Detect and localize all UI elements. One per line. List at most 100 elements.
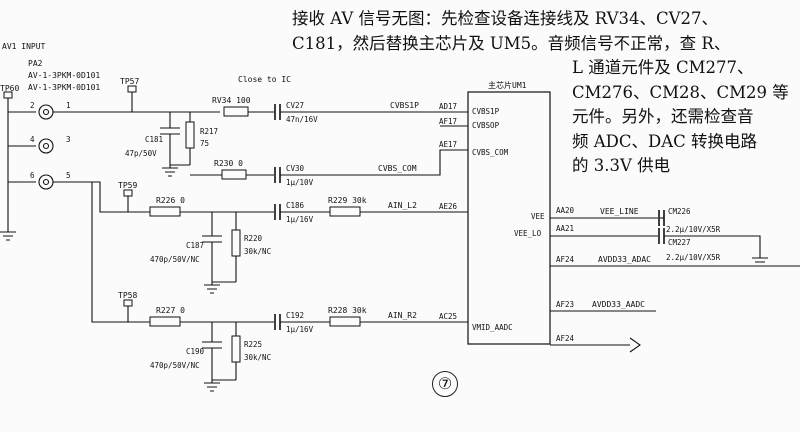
note-line: L 通道元件及 CM277、: [572, 58, 754, 77]
svg-text:AVDD33_ADAC: AVDD33_ADAC: [598, 255, 651, 264]
svg-text:2: 2: [30, 101, 35, 110]
resistor-r225: [231, 335, 241, 363]
svg-text:R226 0: R226 0: [156, 196, 185, 205]
ground-symbol: [204, 284, 220, 294]
svg-text:TP57: TP57: [120, 77, 139, 86]
svg-text:AF24: AF24: [556, 334, 575, 343]
svg-text:1: 1: [66, 101, 71, 110]
svg-text:1μ/16V: 1μ/16V: [286, 215, 314, 224]
svg-text:CV30: CV30: [286, 164, 305, 173]
svg-text:R225: R225: [244, 340, 262, 349]
note-line: CM276、CM28、CM29 等: [572, 82, 789, 102]
svg-text:CV27: CV27: [286, 101, 304, 110]
svg-text:CM227: CM227: [668, 238, 691, 247]
svg-text:47p/50V: 47p/50V: [125, 149, 157, 158]
svg-text:C190: C190: [186, 347, 205, 356]
capacitor-c192: [274, 314, 281, 330]
ground-symbol: [752, 257, 768, 267]
svg-text:47n/16V: 47n/16V: [286, 115, 318, 124]
test-point-label: TP60: [0, 84, 19, 93]
svg-text:3: 3: [66, 135, 71, 144]
svg-text:RV34 100: RV34 100: [212, 96, 251, 105]
svg-text:AIN_L2: AIN_L2: [388, 201, 417, 210]
svg-text:CVBS_COM: CVBS_COM: [378, 164, 417, 173]
resistor-r227: [149, 316, 181, 327]
svg-text:R228 30k: R228 30k: [328, 306, 367, 315]
svg-text:AF23: AF23: [556, 300, 574, 309]
svg-text:AA20: AA20: [556, 206, 575, 215]
svg-text:C192: C192: [286, 311, 304, 320]
ain-r2-wire: [91, 182, 150, 323]
note-line: C181，然后替换主芯片及 UM5。音频信号不正常，查 R、: [292, 33, 731, 53]
close-to-ic-label: Close to IC: [238, 75, 291, 84]
jack-ground-wires: [8, 111, 36, 183]
test-point-tp59: [123, 189, 133, 197]
note-line: 元件。另外，还需检查音: [572, 107, 754, 126]
capacitor-c186: [274, 204, 281, 220]
capacitor-c187: [202, 212, 222, 282]
svg-text:5: 5: [66, 171, 71, 180]
svg-text:4: 4: [30, 135, 35, 144]
svg-text:30k/NC: 30k/NC: [244, 353, 271, 362]
svg-text:R230 0: R230 0: [214, 159, 243, 168]
resistor-r217: [185, 121, 195, 149]
svg-text:75: 75: [200, 139, 209, 148]
pa2-label: PA2: [28, 59, 43, 68]
svg-text:CVBS1P: CVBS1P: [472, 107, 500, 116]
test-point-tp60: [3, 91, 13, 99]
av-input-label: AV1 INPUT: [2, 42, 46, 51]
test-point-tp58: [123, 299, 133, 307]
svg-text:CVBS_COM: CVBS_COM: [472, 148, 509, 157]
svg-text:30k/NC: 30k/NC: [244, 247, 271, 256]
svg-text:2.2μ/10V/X5R: 2.2μ/10V/X5R: [666, 253, 721, 262]
svg-text:CVBSOP: CVBSOP: [472, 121, 500, 130]
capacitor-cv30: [274, 167, 281, 183]
svg-text:R227 0: R227 0: [156, 306, 185, 315]
svg-text:1μ/10V: 1μ/10V: [286, 178, 314, 187]
note-line: 频 ADC、DAC 转换电路: [572, 131, 758, 151]
chip-title: 主芯片UM1: [488, 80, 527, 90]
svg-text:R217: R217: [200, 127, 218, 136]
svg-text:6: 6: [30, 171, 35, 180]
svg-text:VEE: VEE: [531, 212, 545, 221]
svg-text:AC25: AC25: [439, 312, 457, 321]
svg-text:CVBS1P: CVBS1P: [390, 101, 419, 110]
resistor-r230: [221, 169, 247, 180]
resistor-r226: [149, 206, 181, 217]
svg-text:AA21: AA21: [556, 224, 574, 233]
svg-text:2.2μ/10V/X5R: 2.2μ/10V/X5R: [666, 225, 721, 234]
figure-number: ⑦: [432, 371, 458, 397]
explanation-note: 接收 AV 信号无图：先检查设备连接线及 RV34、CV27、 C181，然后替…: [292, 7, 797, 179]
test-point-tp57: [127, 85, 137, 93]
capacitor-cm227: [658, 228, 665, 244]
connector-label: AV-1-3PKM-0D101: [28, 71, 100, 80]
rca-jack-1: 2 1: [30, 101, 71, 120]
arrow-symbol: [629, 337, 641, 353]
ground-symbol: [204, 382, 220, 392]
svg-text:AE26: AE26: [439, 202, 458, 211]
svg-text:AVDD33_AADC: AVDD33_AADC: [592, 300, 645, 309]
svg-text:470p/50V/NC: 470p/50V/NC: [150, 255, 200, 264]
resistor-r229: [329, 206, 361, 217]
svg-text:TP58: TP58: [118, 291, 137, 300]
svg-text:C181: C181: [145, 135, 163, 144]
svg-text:AD17: AD17: [439, 102, 457, 111]
capacitor-c181: [160, 112, 180, 165]
resistor-r228: [329, 316, 361, 327]
svg-text:R229 30k: R229 30k: [328, 196, 367, 205]
svg-text:TP59: TP59: [118, 181, 137, 190]
capacitor-cv27: [274, 104, 281, 120]
rca-jack-2: 4 3: [30, 135, 71, 154]
svg-text:AIN_R2: AIN_R2: [388, 311, 417, 320]
svg-text:470p/50V/NC: 470p/50V/NC: [150, 361, 200, 370]
rca-jack-3: 6 5: [30, 171, 71, 190]
svg-text:VEE_LINE: VEE_LINE: [600, 207, 639, 216]
svg-text:VMID_AADC: VMID_AADC: [472, 323, 513, 332]
svg-text:AE17: AE17: [439, 140, 457, 149]
connector-label: AV-1-3PKM-0D101: [28, 83, 100, 92]
capacitor-c190: [202, 322, 222, 380]
svg-text:C187: C187: [186, 241, 204, 250]
svg-text:AF24: AF24: [556, 255, 575, 264]
